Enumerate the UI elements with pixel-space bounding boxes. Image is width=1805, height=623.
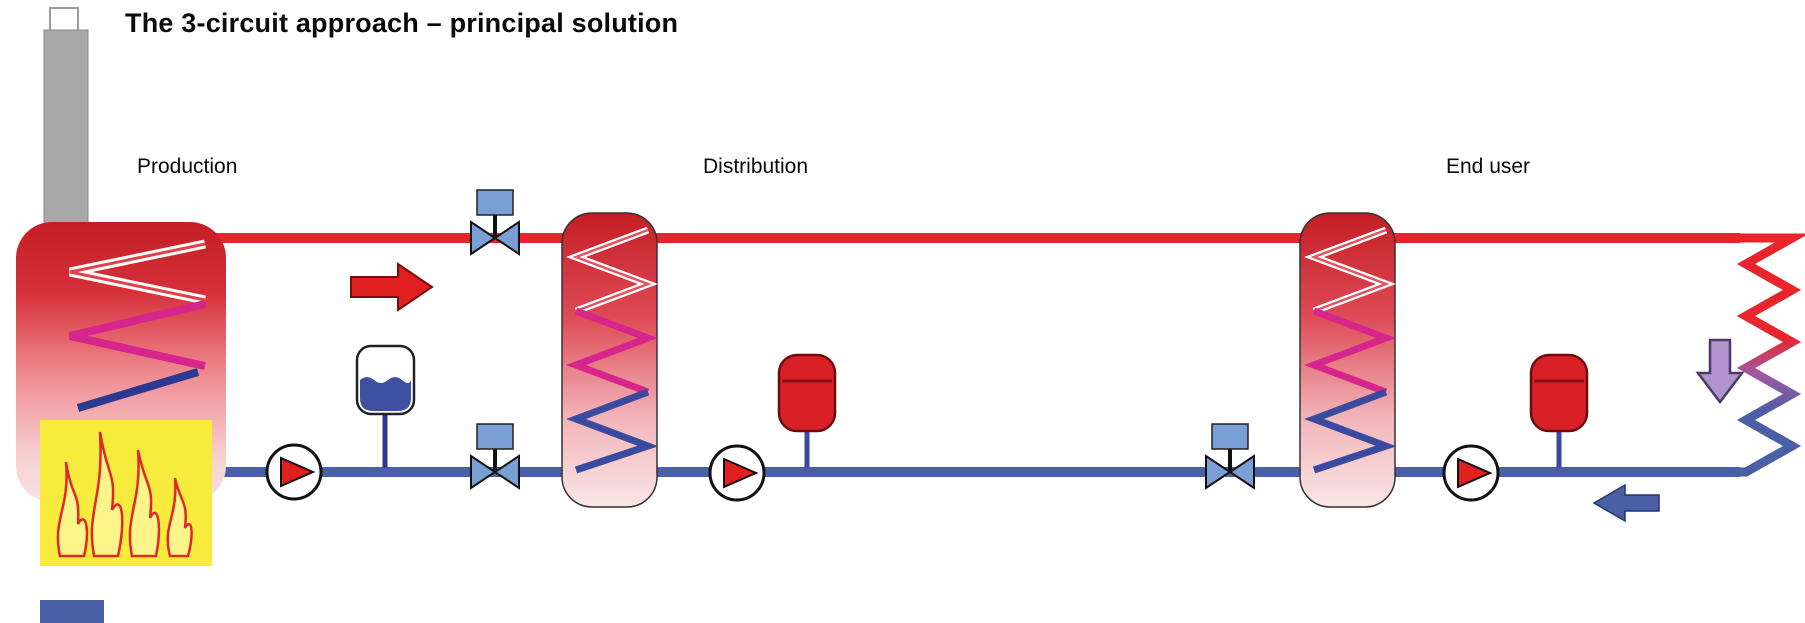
he-coil-blue <box>1304 388 1397 474</box>
boiler <box>16 7 226 623</box>
chimney-icon <box>43 29 89 241</box>
pump-end-user-icon <box>1442 444 1500 502</box>
he-coil-blue <box>566 388 659 474</box>
he-coil-magenta <box>566 307 658 396</box>
boiler-coil-navy <box>76 368 200 412</box>
burner-flames-icon <box>40 420 212 566</box>
valve-return-end-user-icon <box>1205 423 1255 490</box>
heat-exchanger-distribution <box>561 212 659 508</box>
expansion-vessel-end-user-icon <box>1529 353 1589 468</box>
he-coil-magenta <box>1304 307 1396 396</box>
expansion-vessel-distribution-icon <box>777 353 837 468</box>
heat-exchanger-end-user <box>1299 212 1397 508</box>
open-expansion-tank-icon <box>355 344 416 468</box>
valve-supply-icon <box>470 189 520 256</box>
valve-return-production-icon <box>470 423 520 490</box>
boiler-coil-magenta <box>69 300 206 370</box>
pump-production-icon <box>265 443 323 501</box>
flow-arrow-right-icon <box>350 262 434 312</box>
flow-arrow-down-icon <box>1695 338 1745 405</box>
section-label-distribution: Distribution <box>703 155 809 178</box>
flame-tongue <box>128 449 161 558</box>
boiler-base <box>40 600 104 623</box>
flame-tongue <box>166 477 193 558</box>
flame-tongue <box>56 461 89 558</box>
end-user-radiator-icon <box>1736 233 1805 477</box>
section-label-end-user: End user <box>1446 155 1531 178</box>
flame-tongue <box>90 431 124 558</box>
pump-distribution-icon <box>708 444 766 502</box>
he-coil-white-inner <box>1310 228 1390 313</box>
he-coil-white-inner <box>572 228 652 313</box>
section-label-production: Production <box>137 155 238 178</box>
boiler-coil-white-inner <box>69 242 206 302</box>
diagram-title: The 3-circuit approach – principal solut… <box>125 8 679 38</box>
flow-arrow-left-icon <box>1592 483 1660 523</box>
